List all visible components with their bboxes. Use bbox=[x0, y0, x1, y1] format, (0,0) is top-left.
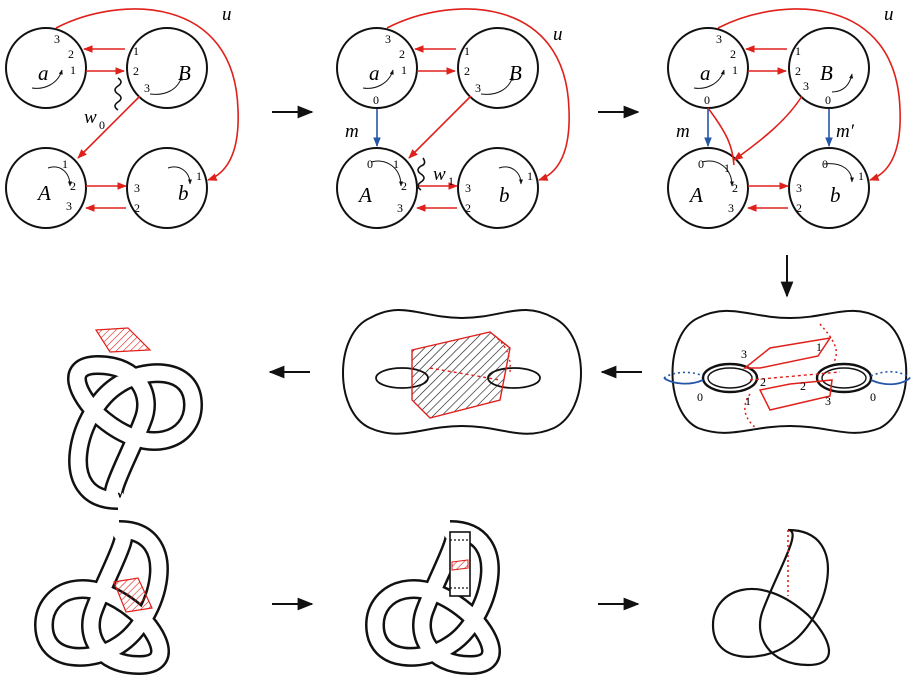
disc-a-label: a bbox=[38, 61, 49, 85]
num: 3 bbox=[54, 32, 60, 46]
num: 2 bbox=[134, 201, 140, 215]
num: 1 bbox=[70, 63, 76, 77]
w-subscript: 1 bbox=[448, 174, 454, 188]
num: 1 bbox=[133, 44, 139, 58]
num: 3 bbox=[465, 181, 471, 195]
num: 0 bbox=[822, 157, 828, 171]
disc-B-label: B bbox=[820, 61, 833, 85]
panel-6 bbox=[77, 327, 193, 500]
num: 1 bbox=[527, 169, 533, 183]
panel-5 bbox=[342, 309, 582, 435]
w-label: w bbox=[84, 107, 97, 128]
num: 2 bbox=[133, 64, 139, 78]
num: 1 bbox=[745, 394, 751, 408]
num: 2 bbox=[399, 47, 405, 61]
num: 2 bbox=[464, 64, 470, 78]
num: 2 bbox=[795, 64, 801, 78]
num: 1 bbox=[464, 44, 470, 58]
num: 1 bbox=[816, 340, 822, 354]
num: 0 bbox=[373, 93, 379, 107]
panel-1: a B A b 3 2 1 1 2 3 1 2 3 3 2 1 u w 0 bbox=[5, 4, 239, 229]
panel-2: a B A b 3 2 1 0 1 2 3 0 1 2 3 3 2 1 u m … bbox=[336, 8, 570, 229]
num: 1 bbox=[858, 169, 864, 183]
num: 1 bbox=[393, 157, 399, 171]
panel-4: 3 1 0 2 1 2 3 0 bbox=[663, 309, 911, 434]
num: 3 bbox=[825, 394, 831, 408]
num: 0 bbox=[698, 157, 704, 171]
num: 0 bbox=[870, 390, 876, 404]
num: 2 bbox=[68, 47, 74, 61]
num: 1 bbox=[732, 63, 738, 77]
num: 2 bbox=[800, 379, 806, 393]
disc-A-label: A bbox=[36, 181, 51, 205]
num: 1 bbox=[401, 63, 407, 77]
disc-A-label: A bbox=[357, 183, 372, 207]
num: 3 bbox=[134, 181, 140, 195]
num: 3 bbox=[803, 79, 809, 93]
u-label: u bbox=[222, 4, 232, 25]
num: 1 bbox=[724, 161, 730, 175]
num: 2 bbox=[732, 181, 738, 195]
disc-A-label: A bbox=[688, 183, 703, 207]
w-subscript: 0 bbox=[99, 118, 105, 132]
panel-8 bbox=[375, 530, 491, 665]
num: 0 bbox=[367, 157, 373, 171]
num: 3 bbox=[397, 201, 403, 215]
num: 2 bbox=[70, 179, 76, 193]
num: 2 bbox=[401, 179, 407, 193]
m-label: m bbox=[676, 121, 690, 142]
num: 1 bbox=[196, 169, 202, 183]
u-label: u bbox=[884, 4, 894, 25]
panel-3: a B A b 3 2 1 0 1 2 3 0 0 1 2 3 0 3 2 1 … bbox=[667, 4, 901, 229]
num: 3 bbox=[66, 199, 72, 213]
u-label: u bbox=[553, 24, 563, 45]
num: 2 bbox=[465, 201, 471, 215]
num: 0 bbox=[825, 93, 831, 107]
num: 2 bbox=[730, 47, 736, 61]
disc-B-label: B bbox=[178, 61, 191, 85]
panel-7 bbox=[44, 530, 160, 665]
num: 0 bbox=[697, 390, 703, 404]
m-label: m bbox=[345, 121, 359, 142]
disc-b-label: b bbox=[178, 181, 189, 205]
w-label: w bbox=[433, 164, 446, 185]
num: 3 bbox=[385, 32, 391, 46]
num: 1 bbox=[795, 44, 801, 58]
disc-a-label: a bbox=[700, 61, 711, 85]
num: 2 bbox=[760, 375, 766, 389]
disc-B-label: B bbox=[509, 61, 522, 85]
num: 3 bbox=[144, 81, 150, 95]
num: 3 bbox=[728, 201, 734, 215]
m-prime-label: m′ bbox=[836, 121, 855, 142]
num: 0 bbox=[704, 93, 710, 107]
num: 3 bbox=[716, 32, 722, 46]
disc-b-label: b bbox=[830, 183, 841, 207]
num: 1 bbox=[62, 157, 68, 171]
disc-b-label: b bbox=[499, 183, 510, 207]
num: 3 bbox=[475, 81, 481, 95]
num: 2 bbox=[796, 201, 802, 215]
disc-a-label: a bbox=[369, 61, 380, 85]
num: 3 bbox=[796, 181, 802, 195]
panel-9 bbox=[711, 528, 831, 667]
num: 3 bbox=[741, 347, 747, 361]
